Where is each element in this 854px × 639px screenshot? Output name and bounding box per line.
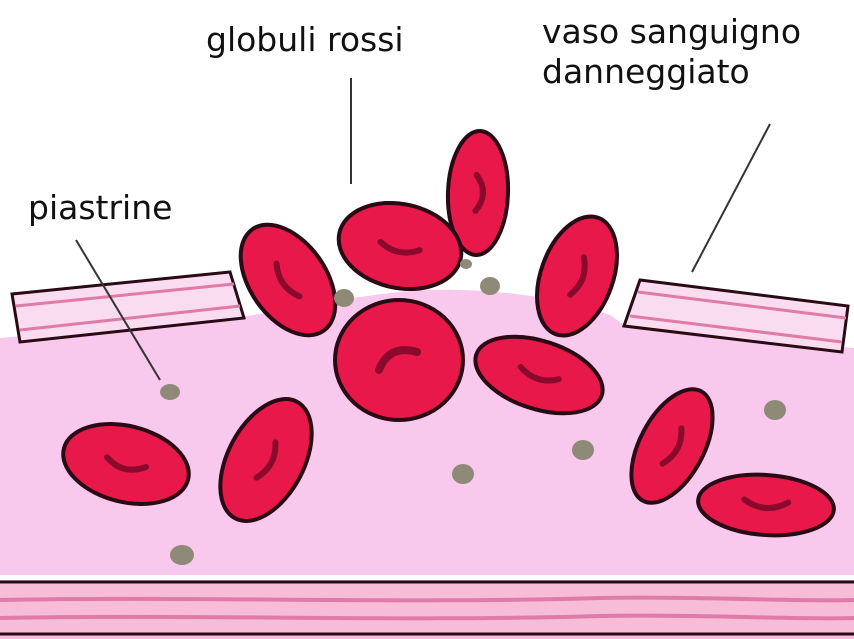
platelet (452, 464, 474, 484)
platelet (334, 289, 354, 307)
platelet (480, 277, 500, 295)
platelet (572, 440, 594, 460)
red-blood-cell (335, 300, 463, 420)
platelet (764, 400, 786, 420)
label-red-blood-cells: globuli rossi (206, 20, 404, 60)
platelet (460, 259, 472, 269)
vessel-wall-bottom (0, 580, 854, 639)
label-damaged-vessel: vaso sanguigno danneggiato (542, 12, 801, 91)
platelet (170, 545, 194, 565)
label-damaged-vessel-line1: vaso sanguigno (542, 12, 801, 52)
label-damaged-vessel-line2: danneggiato (542, 52, 801, 92)
label-platelets: piastrine (28, 188, 172, 228)
leader-line-vaso (692, 124, 770, 272)
platelet (160, 384, 180, 400)
